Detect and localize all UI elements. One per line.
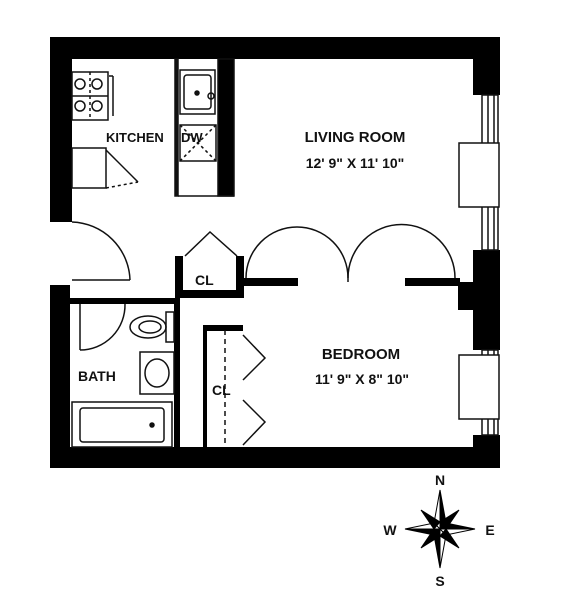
window-living-room xyxy=(458,94,500,251)
compass-star-icon xyxy=(404,489,476,569)
kitchen-area xyxy=(71,58,235,197)
bath-sink xyxy=(144,358,170,388)
compass-south: S xyxy=(435,573,444,589)
french-door-right xyxy=(347,223,456,279)
interior-walls xyxy=(70,256,460,450)
toilet xyxy=(129,315,167,339)
bedroom-closet-label: CL xyxy=(212,382,231,398)
entry-door xyxy=(71,221,131,281)
dishwasher-label: DW xyxy=(181,130,203,145)
burner-icon xyxy=(74,100,86,112)
bedroom-label: BEDROOM xyxy=(322,346,400,363)
hall-closet-label: CL xyxy=(195,272,214,288)
closet-door xyxy=(242,399,267,446)
compass-rose: N S E W xyxy=(383,472,494,589)
kitchen-sink xyxy=(179,69,216,115)
burner-icon xyxy=(91,100,103,112)
closet-door xyxy=(184,230,238,257)
exterior-walls xyxy=(50,37,500,468)
compass-east: E xyxy=(485,522,494,538)
living-room-label: LIVING ROOM xyxy=(305,129,406,146)
compass-west: W xyxy=(383,522,397,538)
bathtub xyxy=(71,401,173,448)
burner-icon xyxy=(74,78,86,90)
doors xyxy=(71,221,456,446)
french-door-left xyxy=(245,226,349,279)
dishwasher xyxy=(179,124,217,162)
bath-vanity xyxy=(139,351,175,395)
living-room-dims: 12' 9" X 11' 10" xyxy=(306,155,405,171)
closet-door xyxy=(242,334,267,381)
kitchen-label: KITCHEN xyxy=(106,130,164,145)
refrigerator xyxy=(71,147,107,189)
burner-icon xyxy=(91,78,103,90)
bedroom-dims: 11' 9" X 8" 10" xyxy=(315,371,409,387)
bath-label: BATH xyxy=(78,368,116,384)
toilet-tank xyxy=(165,311,175,343)
window-bedroom xyxy=(458,349,500,436)
compass-north: N xyxy=(435,472,445,488)
bath-door xyxy=(79,303,126,351)
bath-fixtures xyxy=(71,311,175,448)
